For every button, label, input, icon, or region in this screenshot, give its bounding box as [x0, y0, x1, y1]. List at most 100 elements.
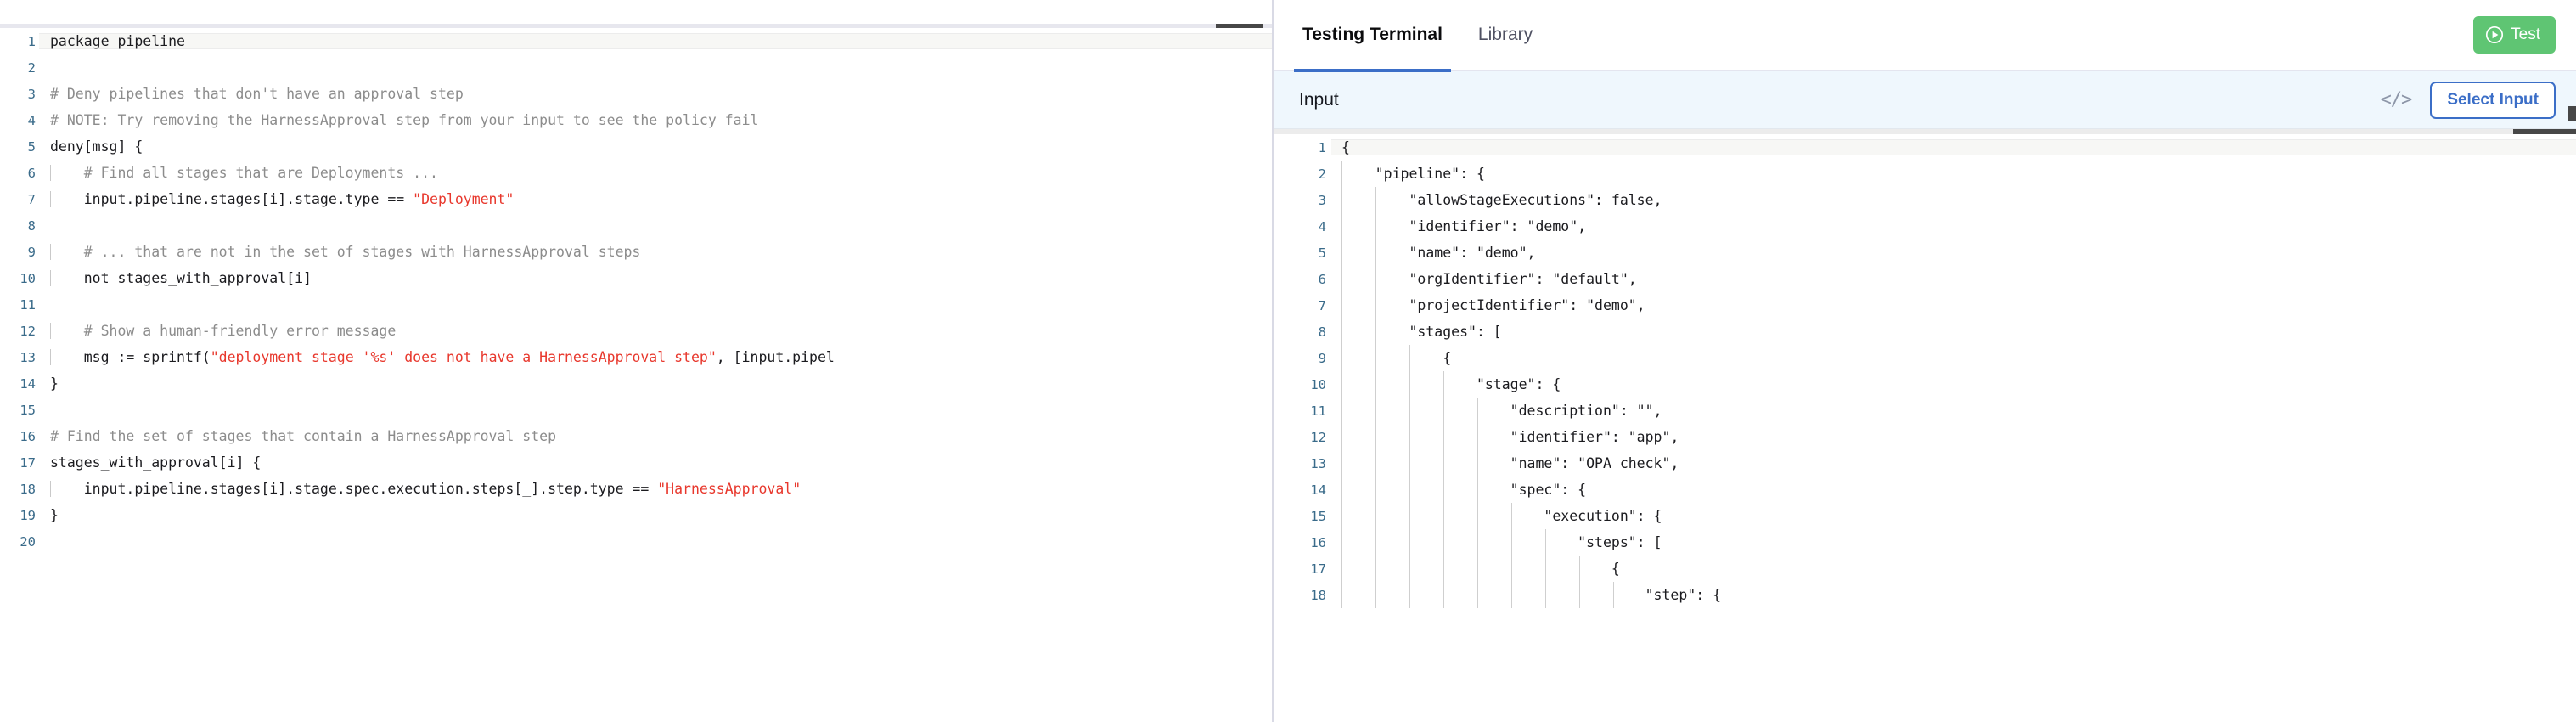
json-line[interactable]: 17 {: [1274, 556, 2576, 582]
code-line[interactable]: 13 msg := sprintf("deployment stage '%s'…: [0, 344, 1272, 370]
code-line-number: 18: [20, 481, 36, 497]
code-token: deny[msg] {: [50, 138, 143, 155]
code-line-number: 8: [27, 217, 36, 234]
code-line-text: not stages_with_approval[i]: [39, 270, 1272, 286]
code-line-number: 1: [27, 33, 36, 49]
json-line[interactable]: 12 "identifier": "app",: [1274, 424, 2576, 450]
json-line[interactable]: 13 "name": "OPA check",: [1274, 450, 2576, 477]
json-input-surface[interactable]: 1{2 "pipeline": {3 "allowStageExecutions…: [1274, 129, 2576, 722]
json-line[interactable]: 1{: [1274, 134, 2576, 161]
tab-library-label: Library: [1477, 25, 1533, 44]
code-line[interactable]: 6 # Find all stages that are Deployments…: [0, 160, 1272, 186]
code-line[interactable]: 10 not stages_with_approval[i]: [0, 265, 1272, 291]
code-line[interactable]: 2: [0, 54, 1272, 81]
code-token: , [input.pipel: [716, 349, 835, 365]
input-section-header: Input </> Select Input: [1274, 71, 2576, 129]
json-line-number: 10: [1310, 376, 1326, 392]
code-line[interactable]: 15: [0, 397, 1272, 423]
code-line[interactable]: 9 # ... that are not in the set of stage…: [0, 239, 1272, 265]
code-line-text: deny[msg] {: [39, 138, 1272, 155]
json-horizontal-scrollbar-track[interactable]: [1274, 129, 2576, 134]
code-line-number: 16: [20, 428, 36, 444]
json-line-number: 15: [1310, 508, 1326, 524]
json-line-number: 1: [1318, 139, 1326, 155]
code-line[interactable]: 11: [0, 291, 1272, 318]
json-line[interactable]: 7 "projectIdentifier": "demo",: [1274, 292, 2576, 319]
json-line[interactable]: 3 "allowStageExecutions": false,: [1274, 187, 2576, 213]
tab-library[interactable]: Library: [1475, 0, 1536, 71]
code-line[interactable]: 12 # Show a human-friendly error message: [0, 318, 1272, 344]
json-line[interactable]: 2 "pipeline": {: [1274, 161, 2576, 187]
code-token: # ... that are not in the set of stages …: [50, 244, 641, 260]
json-line-text: "identifier": "app",: [1341, 429, 1679, 445]
json-line[interactable]: 14 "spec": {: [1274, 477, 2576, 503]
json-line[interactable]: 10 "stage": {: [1274, 371, 2576, 398]
json-line-text: "step": {: [1341, 587, 1722, 603]
select-input-button[interactable]: Select Input: [2430, 81, 2556, 119]
code-line-number: 9: [27, 244, 36, 260]
json-line-number: 18: [1310, 587, 1326, 603]
code-line-text: input.pipeline.stages[i].stage.spec.exec…: [39, 481, 1272, 497]
json-line-text: "execution": {: [1341, 508, 1662, 524]
json-line-text: {: [1331, 139, 2576, 155]
json-line[interactable]: 8 "stages": [: [1274, 319, 2576, 345]
code-line-number: 6: [27, 165, 36, 181]
code-line-text: package pipeline: [39, 33, 1272, 49]
vertical-scrollbar-thumb[interactable]: [2568, 106, 2576, 121]
code-token: # Find all stages that are Deployments .…: [50, 165, 438, 181]
code-token: # Find the set of stages that contain a …: [50, 428, 557, 444]
json-line-text: {: [1341, 350, 1452, 366]
code-line[interactable]: 16 # Find the set of stages that contain …: [0, 423, 1272, 449]
json-line-text: "steps": [: [1341, 534, 1662, 550]
code-token: # Show a human-friendly error message: [50, 323, 397, 339]
json-horizontal-scrollbar-thumb[interactable]: [2513, 129, 2576, 134]
json-code-rows[interactable]: 1{2 "pipeline": {3 "allowStageExecutions…: [1274, 134, 2576, 608]
code-token: "deployment stage '%s' does not have a H…: [210, 349, 717, 365]
editor-horizontal-scrollbar-track[interactable]: [0, 24, 1272, 28]
json-line-text: "stages": [: [1341, 324, 1502, 340]
code-token: "HarnessApproval": [657, 481, 801, 497]
tab-testing-terminal-label: Testing Terminal: [1302, 25, 1443, 44]
code-line[interactable]: 3# Deny pipelines that don't have an app…: [0, 81, 1272, 107]
indent-guide: [50, 165, 51, 181]
indent-guide: [50, 349, 51, 365]
json-line-text: "description": "",: [1341, 403, 1662, 419]
code-token: not stages_with_approval[i]: [50, 270, 312, 286]
json-line[interactable]: 18 "step": {: [1274, 582, 2576, 608]
json-line[interactable]: 9 {: [1274, 345, 2576, 371]
code-line[interactable]: 20: [0, 528, 1272, 555]
editor-horizontal-scrollbar-thumb[interactable]: [1216, 24, 1263, 28]
code-brackets-icon[interactable]: </>: [2380, 89, 2413, 110]
code-token: input.pipeline.stages[i].stage.type ==: [50, 191, 413, 207]
code-token: # Deny pipelines that don't have an appr…: [50, 86, 464, 102]
code-line-text: # Find the set of stages that contain a …: [39, 428, 1272, 444]
json-line[interactable]: 5 "name": "demo",: [1274, 240, 2576, 266]
code-line-number: 19: [20, 507, 36, 523]
json-line[interactable]: 15 "execution": {: [1274, 503, 2576, 529]
code-line[interactable]: 14}: [0, 370, 1272, 397]
code-token: msg := sprintf(: [50, 349, 211, 365]
json-line[interactable]: 16 "steps": [: [1274, 529, 2576, 556]
code-line[interactable]: 7 input.pipeline.stages[i].stage.type ==…: [0, 186, 1272, 212]
code-line[interactable]: 8: [0, 212, 1272, 239]
code-line-text: # ... that are not in the set of stages …: [39, 244, 1272, 260]
json-line[interactable]: 11 "description": "",: [1274, 398, 2576, 424]
code-line[interactable]: 19}: [0, 502, 1272, 528]
code-token: }: [50, 507, 59, 523]
json-line[interactable]: 4 "identifier": "demo",: [1274, 213, 2576, 240]
json-line-number: 14: [1310, 482, 1326, 498]
test-button[interactable]: Test: [2473, 16, 2556, 54]
code-line[interactable]: 4# NOTE: Try removing the HarnessApprova…: [0, 107, 1272, 133]
json-line[interactable]: 6 "orgIdentifier": "default",: [1274, 266, 2576, 292]
editor-topbar: [0, 0, 1272, 25]
code-line-number: 10: [20, 270, 36, 286]
json-line-number: 9: [1318, 350, 1326, 366]
tab-testing-terminal[interactable]: Testing Terminal: [1294, 0, 1451, 72]
json-line-number: 6: [1318, 271, 1326, 287]
code-line-text: # NOTE: Try removing the HarnessApproval…: [39, 112, 1272, 128]
code-line[interactable]: 18 input.pipeline.stages[i].stage.spec.e…: [0, 476, 1272, 502]
